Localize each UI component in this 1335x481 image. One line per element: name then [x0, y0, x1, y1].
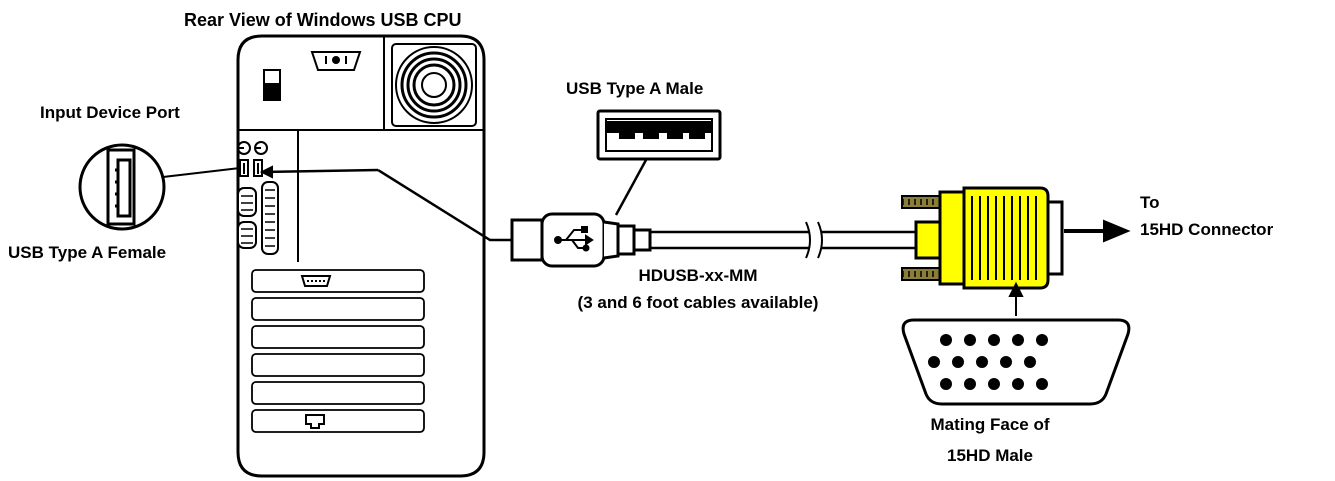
mating-face	[901, 281, 1131, 406]
cable	[650, 221, 918, 259]
power-switch-icon	[263, 69, 281, 101]
usb-female-port	[78, 143, 241, 231]
expansion-slots	[251, 269, 425, 433]
network-port-icon	[305, 414, 325, 429]
usb-female-label: USB Type A Female	[8, 243, 167, 262]
mating-face-label-2: 15HD Male	[947, 446, 1033, 465]
mating-face-label: Mating Face of	[930, 415, 1050, 434]
usb-male-label: USB Type A Male	[566, 79, 704, 98]
ps2-ports	[237, 141, 268, 155]
fan-icon	[391, 43, 477, 127]
cpu-usb-ports	[239, 159, 263, 177]
cpu-io-ports	[237, 181, 279, 255]
cable-label: HDUSB-xx-MM	[638, 266, 758, 285]
to-label: To	[1140, 193, 1160, 212]
usb-male-connector	[596, 109, 722, 216]
connector-label: 15HD Connector	[1140, 220, 1274, 239]
vga-port-icon	[300, 275, 332, 287]
vga-connector	[901, 186, 1064, 290]
cpu-to-plug-line	[259, 165, 512, 242]
usb-symbol-icon	[554, 226, 594, 252]
cable-note: (3 and 6 foot cables available)	[577, 293, 819, 312]
arrow-right-icon	[1064, 219, 1131, 243]
power-socket-icon	[310, 51, 362, 71]
cpu-tower	[236, 34, 486, 478]
diagram-title: Rear View of Windows USB CPU	[184, 10, 462, 30]
input-port-label: Input Device Port	[40, 103, 180, 122]
